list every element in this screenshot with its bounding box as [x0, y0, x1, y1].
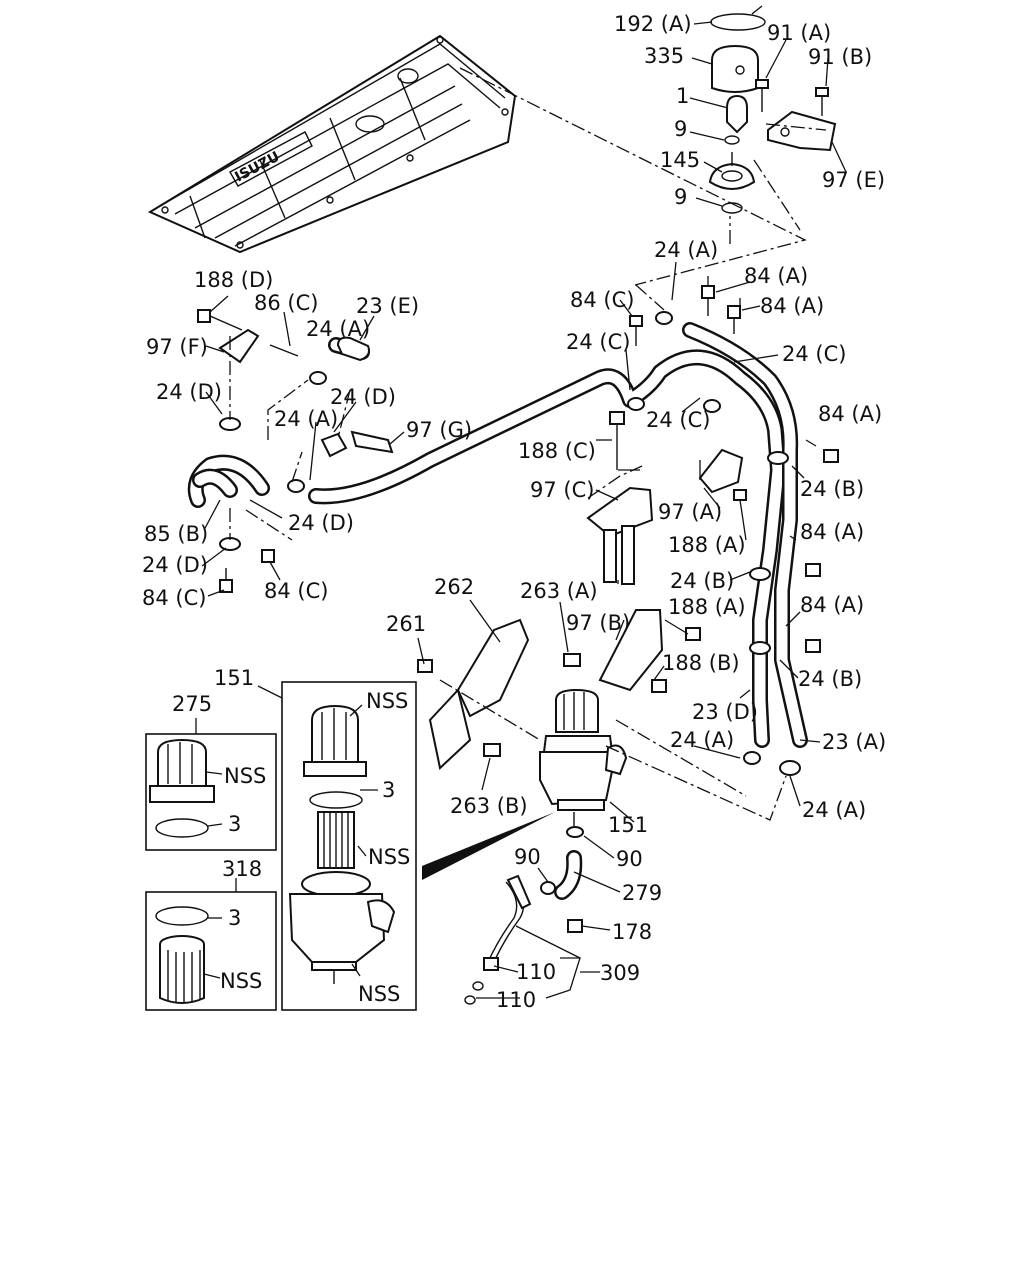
label-1: 1	[676, 84, 689, 108]
label-3-inset275: 3	[228, 812, 241, 836]
label-91A: 91 (A)	[767, 21, 831, 45]
label-151-main: 151	[608, 813, 648, 837]
label-24A-top: 24 (A)	[654, 238, 718, 262]
label-3-inset151: 3	[382, 778, 395, 802]
label-151-inset: 151	[214, 666, 254, 690]
label-84A-1: 84 (A)	[744, 264, 808, 288]
label-275: 275	[172, 692, 212, 716]
inset-box-275	[145, 718, 277, 851]
label-90-left: 90	[514, 845, 541, 869]
label-279: 279	[622, 881, 662, 905]
label-24C-1: 24 (C)	[566, 330, 630, 354]
fuel-filter-main	[539, 688, 628, 826]
label-23E: 23 (E)	[356, 294, 419, 318]
label-97F: 97 (F)	[146, 335, 208, 359]
label-84C-1: 84 (C)	[570, 288, 634, 312]
label-24D-3: 24 (D)	[288, 511, 354, 535]
label-nss-inset318: NSS	[220, 969, 262, 993]
label-24D-4: 24 (D)	[142, 553, 208, 577]
label-24B-3: 24 (B)	[798, 667, 862, 691]
label-110-lower: 110	[496, 988, 536, 1012]
label-97C: 97 (C)	[530, 478, 594, 502]
label-84A-4: 84 (A)	[800, 520, 864, 544]
inset-box-318	[145, 878, 277, 1011]
label-309: 309	[600, 961, 640, 985]
label-188C: 188 (C)	[518, 439, 596, 463]
label-178: 178	[612, 920, 652, 944]
fuel-pipe-309	[464, 874, 583, 1005]
label-91B: 91 (B)	[808, 45, 872, 69]
label-24B-2: 24 (B)	[670, 569, 734, 593]
label-24A-right-2: 24 (A)	[802, 798, 866, 822]
label-90-right: 90	[616, 847, 643, 871]
label-262: 262	[434, 575, 474, 599]
part-labels: 192 (A) 91 (A) 335 91 (B) 1 9 145 97 (E)…	[142, 12, 886, 1012]
label-24A-left-1: 24 (A)	[306, 317, 370, 341]
label-24C-3: 24 (C)	[646, 408, 710, 432]
label-24A-left-2: 24 (A)	[274, 407, 338, 431]
label-9-upper: 9	[674, 117, 687, 141]
label-84A-2: 84 (A)	[760, 294, 824, 318]
label-24C-2: 24 (C)	[782, 342, 846, 366]
label-24B-1: 24 (B)	[800, 477, 864, 501]
label-145: 145	[660, 148, 700, 172]
brackets-and-bolts	[197, 285, 839, 770]
label-86C: 86 (C)	[254, 291, 318, 315]
inset-box-151	[257, 681, 555, 1011]
label-97E: 97 (E)	[822, 168, 885, 192]
label-24D-2: 24 (D)	[330, 385, 396, 409]
label-192A: 192 (A)	[614, 12, 692, 36]
label-84C-3: 84 (C)	[264, 579, 328, 603]
label-23D: 23 (D)	[692, 700, 758, 724]
label-188D: 188 (D)	[194, 268, 273, 292]
label-nss-inset151-body: NSS	[358, 982, 400, 1006]
label-110-upper: 110	[516, 960, 556, 984]
label-3-inset318: 3	[228, 906, 241, 930]
label-97B: 97 (B)	[566, 611, 630, 635]
label-263B: 263 (B)	[450, 794, 528, 818]
leader-lines	[201, 21, 847, 999]
label-85B: 85 (B)	[144, 522, 208, 546]
label-9-lower: 9	[674, 185, 687, 209]
label-nss-inset275: NSS	[224, 764, 266, 788]
label-nss-inset151-element: NSS	[368, 845, 410, 869]
label-263A: 263 (A)	[520, 579, 598, 603]
label-261: 261	[386, 612, 426, 636]
label-nss-inset151-cap: NSS	[366, 689, 408, 713]
label-23A: 23 (A)	[822, 730, 886, 754]
label-188A-2: 188 (A)	[668, 595, 746, 619]
label-318: 318	[222, 857, 262, 881]
label-188A-1: 188 (A)	[668, 533, 746, 557]
label-97G: 97 (G)	[406, 418, 472, 442]
label-84A-5: 84 (A)	[800, 593, 864, 617]
label-335: 335	[644, 44, 684, 68]
label-24A-right-1: 24 (A)	[670, 728, 734, 752]
label-97A: 97 (A)	[658, 500, 722, 524]
label-84A-3: 84 (A)	[818, 402, 882, 426]
label-84C-2: 84 (C)	[142, 586, 206, 610]
label-188B: 188 (B)	[662, 651, 740, 675]
label-24D-1: 24 (D)	[156, 380, 222, 404]
